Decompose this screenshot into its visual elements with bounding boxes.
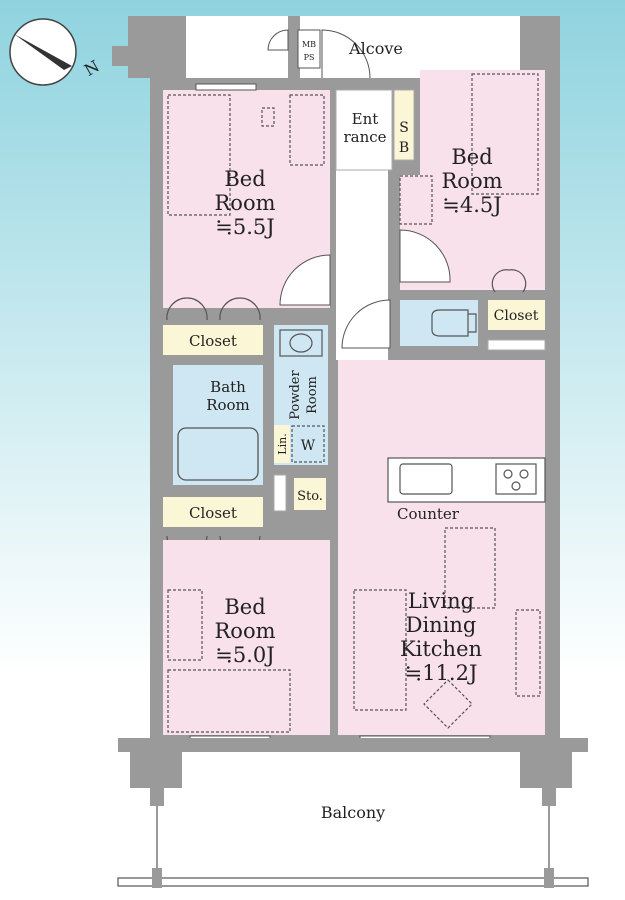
sink-icon bbox=[289, 333, 313, 353]
svg-text:Counter: Counter bbox=[397, 505, 460, 523]
svg-text:Dining: Dining bbox=[406, 613, 477, 637]
closet-doors bbox=[166, 297, 261, 321]
svg-text:Room: Room bbox=[441, 169, 502, 193]
balcony-railing bbox=[117, 877, 589, 887]
alcove-area bbox=[186, 16, 520, 78]
washer-outline bbox=[291, 425, 325, 463]
svg-text:Ent: Ent bbox=[352, 110, 379, 128]
linen-closet bbox=[274, 425, 290, 463]
desk-outline-2 bbox=[399, 175, 433, 225]
bedroom-2-door bbox=[399, 229, 451, 283]
svg-text:S: S bbox=[399, 120, 409, 136]
kitchen-sink-icon bbox=[399, 463, 453, 495]
svg-text:≒5.5J: ≒5.5J bbox=[215, 215, 274, 239]
svg-text:Kitchen: Kitchen bbox=[400, 637, 482, 661]
svg-text:≒4.5J: ≒4.5J bbox=[442, 193, 501, 217]
balcony-label: Balcony bbox=[321, 803, 385, 822]
svg-text:Bed: Bed bbox=[224, 167, 265, 191]
closet-upper-left bbox=[163, 325, 263, 355]
bed-outline bbox=[167, 94, 231, 216]
entrance-door-swing bbox=[321, 29, 371, 79]
svg-text:Sto.: Sto. bbox=[297, 489, 323, 504]
storage bbox=[294, 478, 326, 510]
bedroom-5-0j bbox=[163, 540, 330, 735]
svg-text:Room: Room bbox=[214, 191, 275, 215]
dining-table-outline bbox=[444, 527, 496, 609]
svg-text:Bed: Bed bbox=[451, 145, 492, 169]
svg-text:rance: rance bbox=[343, 128, 386, 146]
svg-text:PS: PS bbox=[304, 53, 315, 62]
chair-outline bbox=[261, 107, 275, 127]
svg-text:MB: MB bbox=[302, 40, 316, 49]
bedroom-door bbox=[279, 254, 331, 306]
closet-right-doors bbox=[491, 269, 527, 293]
closet-lower-left bbox=[163, 497, 263, 527]
svg-text:Room: Room bbox=[206, 396, 250, 414]
closet-right bbox=[488, 300, 545, 330]
svg-text:≒5.0J: ≒5.0J bbox=[215, 643, 274, 667]
svg-text:Room: Room bbox=[214, 619, 275, 643]
entrance bbox=[335, 89, 393, 171]
tv-board-outline bbox=[515, 609, 541, 697]
stove-icon bbox=[495, 463, 537, 495]
desk-outline bbox=[289, 94, 325, 166]
toilet-icon bbox=[431, 309, 477, 337]
mb-door-swing bbox=[267, 29, 289, 51]
svg-text:Room: Room bbox=[305, 376, 320, 414]
alcove-label: Alcove bbox=[348, 39, 403, 58]
svg-text:Closet: Closet bbox=[189, 332, 237, 350]
svg-text:Closet: Closet bbox=[494, 308, 539, 324]
low-table-outline bbox=[423, 679, 473, 729]
mb-ps-box bbox=[297, 29, 321, 69]
north-arrow-icon: N bbox=[9, 18, 103, 86]
bathtub-icon bbox=[177, 427, 259, 481]
washer-label: W bbox=[301, 438, 316, 454]
bed-outline-3 bbox=[167, 669, 291, 733]
svg-text:B: B bbox=[399, 140, 409, 156]
bed-outline-2 bbox=[471, 73, 539, 195]
svg-text:Bath: Bath bbox=[210, 378, 246, 396]
living-dining-kitchen bbox=[338, 360, 545, 735]
svg-text:Lin.: Lin. bbox=[276, 433, 289, 454]
toilet-room bbox=[400, 300, 478, 346]
svg-text:Powder: Powder bbox=[288, 370, 303, 420]
sofa-outline bbox=[353, 589, 407, 711]
svg-text:Closet: Closet bbox=[189, 504, 237, 522]
svg-text:Bed: Bed bbox=[224, 595, 265, 619]
window bbox=[195, 83, 257, 91]
corridor-door bbox=[341, 299, 391, 349]
desk-outline-3 bbox=[167, 589, 203, 661]
kitchen-counter bbox=[387, 457, 546, 503]
shoe-box bbox=[393, 89, 415, 161]
svg-text:Living: Living bbox=[408, 589, 474, 613]
svg-text:≒11.2J: ≒11.2J bbox=[405, 661, 478, 685]
